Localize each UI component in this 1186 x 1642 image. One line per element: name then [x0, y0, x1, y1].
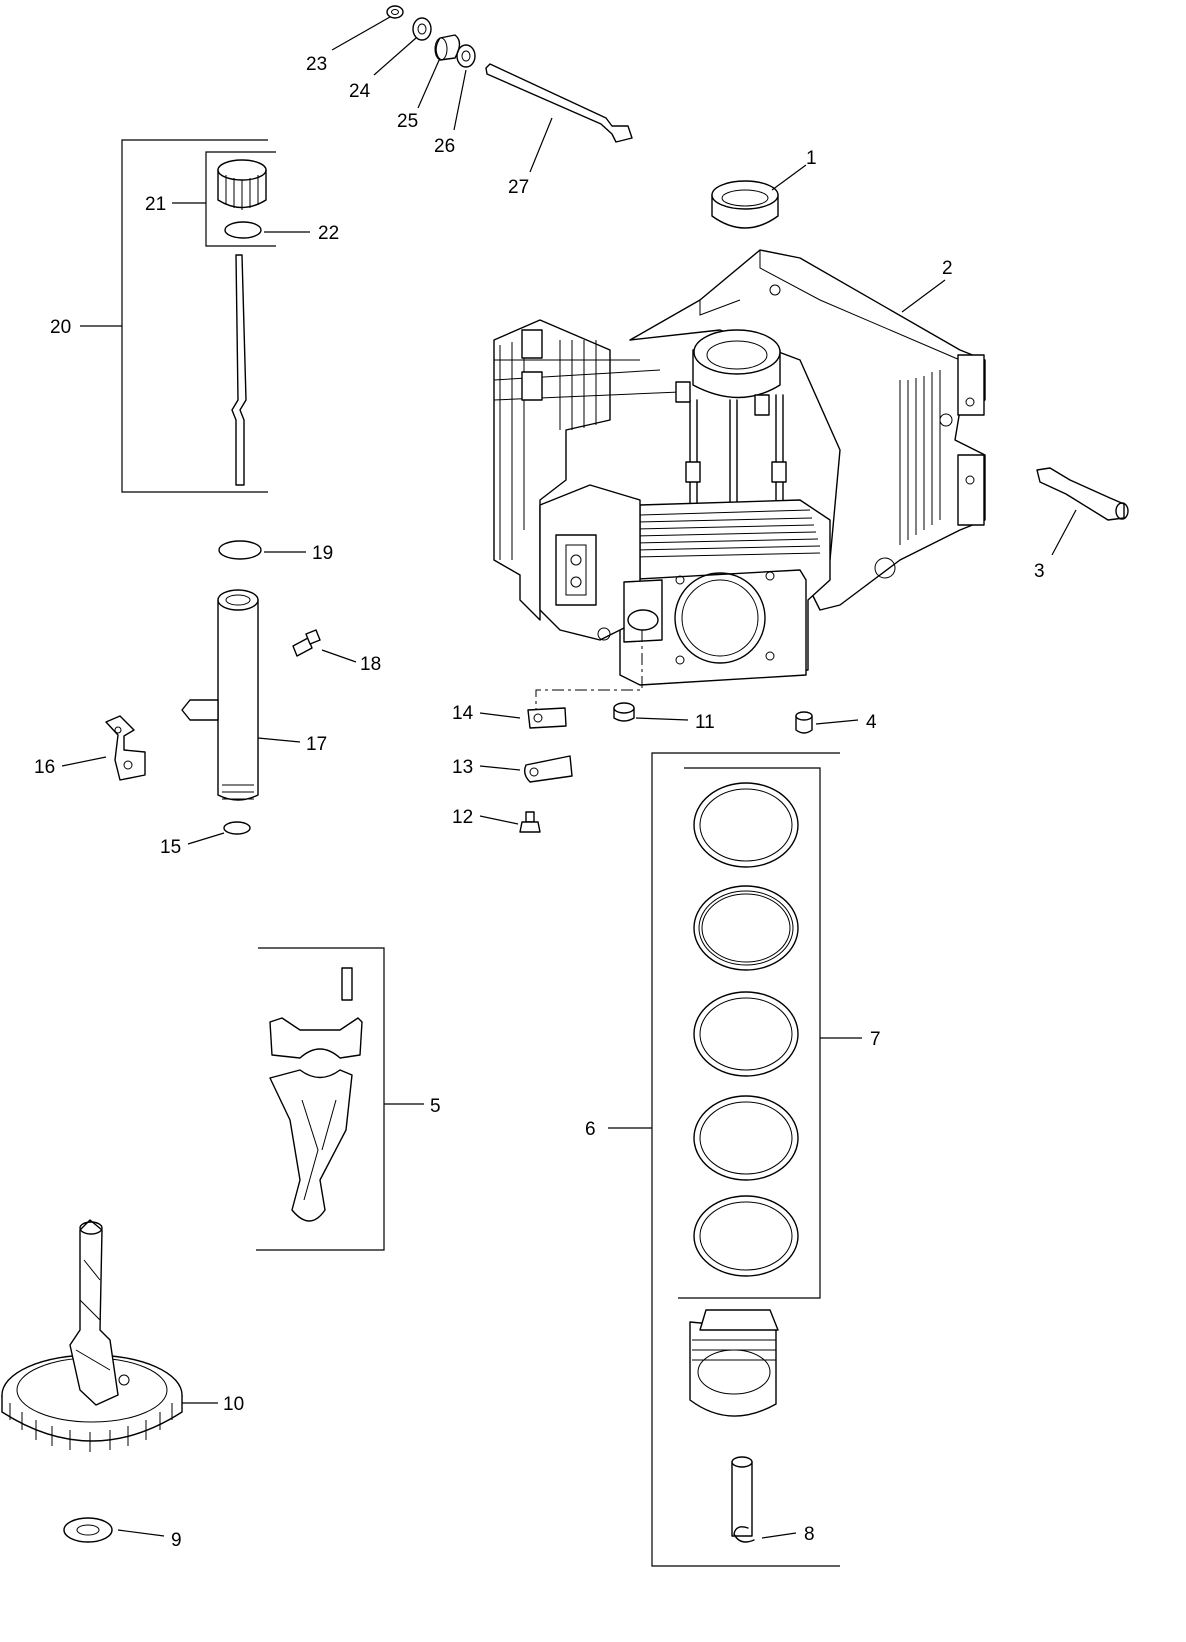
part-8-retaining-ring: [733, 1526, 755, 1543]
callout-10: 10: [223, 1394, 244, 1415]
part-25-bushing: [434, 34, 461, 61]
part-12-bolt: [519, 811, 541, 833]
part-4-dowel: [795, 711, 813, 734]
callout-22: 22: [318, 223, 339, 244]
part-13-plate: [523, 755, 573, 783]
callout-13: 13: [452, 757, 473, 778]
part-23-washer: [386, 5, 404, 19]
part-22-o-ring: [224, 221, 262, 239]
callout-6: 6: [585, 1119, 596, 1140]
callout-25: 25: [397, 111, 418, 132]
part-3-breather-tube: [1036, 467, 1129, 521]
part-18-screw: [292, 629, 321, 657]
part-17-oil-fill-tube: [181, 589, 259, 801]
part-9-washer: [63, 1517, 113, 1543]
part-7-piston-rings: [693, 782, 799, 1277]
part-11-plug: [613, 702, 635, 722]
part-19-o-ring: [218, 540, 262, 560]
callout-14: 14: [452, 703, 474, 724]
part-14-valve-tappet-plate: [527, 707, 567, 729]
bracket-6: [651, 752, 840, 1567]
callout-2: 2: [942, 258, 953, 279]
part-6-piston: [689, 1309, 779, 1537]
bracket-7: [678, 767, 821, 1299]
callout-12: 12: [452, 807, 473, 828]
callout-8: 8: [804, 1524, 815, 1545]
part-10-camshaft-gear: [1, 1219, 183, 1452]
callout-4: 4: [866, 712, 877, 733]
callout-23: 23: [306, 54, 327, 75]
callout-3: 3: [1034, 561, 1045, 582]
callout-24: 24: [349, 81, 371, 102]
part-5-connecting-rod: [269, 967, 363, 1222]
part-26-seal: [456, 44, 476, 68]
callout-18: 18: [360, 654, 381, 675]
leader-lines: [61, 16, 1077, 1539]
callout-labels: 1 2 3 4 5 6 7 8 9 10 11 12 13 14 15 16 1…: [34, 54, 1045, 1551]
callout-21: 21: [145, 194, 166, 215]
part-21-dipstick-cap: [217, 159, 267, 210]
part-16-bracket: [105, 715, 146, 781]
part-24-seal: [412, 17, 432, 41]
callout-9: 9: [171, 1530, 182, 1551]
part-27-breather-tube: [485, 63, 633, 143]
callout-27: 27: [508, 177, 529, 198]
callout-26: 26: [434, 136, 455, 157]
part-2-crankcase: [493, 249, 986, 686]
bracket-20: [121, 139, 268, 493]
callout-11: 11: [695, 712, 715, 733]
callout-20: 20: [50, 317, 71, 338]
callout-17: 17: [306, 734, 327, 755]
callout-1: 1: [806, 148, 817, 169]
part-20-dipstick: [231, 254, 247, 486]
callout-19: 19: [312, 543, 333, 564]
callout-7: 7: [870, 1029, 881, 1050]
callout-15: 15: [160, 837, 181, 858]
part-1-oil-seal: [711, 180, 779, 229]
bracket-21: [205, 151, 276, 247]
callout-5: 5: [430, 1096, 441, 1117]
part-14-reference-line: [535, 630, 643, 712]
part-15-o-ring: [223, 821, 251, 835]
bracket-5: [256, 947, 385, 1251]
callout-16: 16: [34, 757, 55, 778]
